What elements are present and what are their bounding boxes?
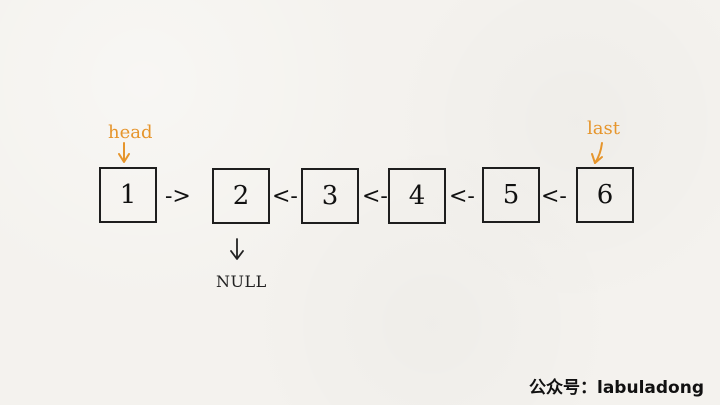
head-label: head: [108, 122, 153, 143]
link-3-2: <-: [272, 184, 298, 209]
link-6-5: <-: [541, 184, 567, 209]
node-1: 1: [99, 167, 157, 223]
node-5-value: 5: [502, 180, 520, 210]
node-2: 2: [212, 168, 270, 224]
node-4-value: 4: [408, 181, 426, 211]
link-5-4: <-: [449, 184, 475, 209]
link-4-3: <-: [362, 184, 388, 209]
node-2-value: 2: [232, 181, 250, 211]
node-3: 3: [301, 168, 359, 224]
node-4: 4: [388, 168, 446, 224]
node-6-value: 6: [596, 180, 614, 210]
head-arrowhead-icon: [118, 153, 130, 163]
node-6: 6: [576, 167, 634, 223]
link-1-2: ->: [165, 184, 191, 209]
null-label: NULL: [216, 272, 267, 291]
node-3-value: 3: [321, 181, 339, 211]
last-label: last: [587, 118, 620, 139]
watermark: 公众号：labuladong: [529, 378, 704, 398]
last-arrowhead-icon: [591, 153, 603, 164]
null-arrowhead-icon: [230, 250, 244, 260]
node-1-value: 1: [119, 180, 137, 210]
node-5: 5: [482, 167, 540, 223]
